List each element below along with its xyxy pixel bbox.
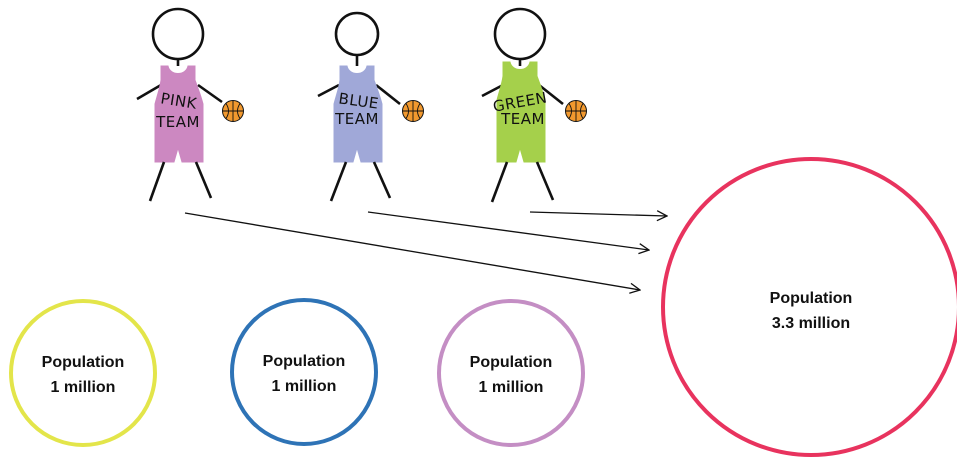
player-head <box>151 7 205 61</box>
player-arm-left <box>317 83 340 98</box>
team-label-line1: PINK <box>159 89 199 113</box>
player-head <box>493 7 547 61</box>
population-label: Population <box>470 354 553 371</box>
basketball-icon <box>222 100 244 122</box>
basketball-icon <box>402 100 424 122</box>
player-arm-right <box>197 83 223 104</box>
player-leg-left <box>148 161 166 202</box>
player-leg-left <box>490 161 509 203</box>
population-circle-lilac: Population 1 million <box>437 299 585 447</box>
player-arm-left <box>136 83 162 101</box>
population-ring <box>9 299 157 447</box>
population-ring <box>437 299 585 447</box>
population-circle-yellow: Population 1 million <box>9 299 157 447</box>
team-label-line2: TEAM <box>500 110 545 128</box>
basketball-icon <box>565 100 587 122</box>
player-leg-right <box>194 161 213 199</box>
population-value: 3.3 million <box>772 315 850 332</box>
player-arm-left <box>481 83 504 98</box>
player-pink-team: PINK TEAM <box>136 7 244 202</box>
player-arm-right <box>375 83 401 106</box>
team-label-line2: TEAM <box>155 113 200 131</box>
population-label: Population <box>42 354 125 371</box>
player-green-team: GREEN TEAM <box>481 7 587 203</box>
population-label: Population <box>770 290 853 307</box>
team-label-line1: BLUE <box>337 89 379 112</box>
arrow-green-to-merged-population <box>529 212 667 216</box>
arrow-pink-to-merged-population <box>184 212 640 290</box>
player-head <box>334 11 380 57</box>
jersey-pink <box>154 65 204 163</box>
population-value: 1 million <box>51 379 116 396</box>
population-ring <box>661 157 957 457</box>
team-label-line2: TEAM <box>334 110 379 128</box>
player-leg-right <box>535 161 555 201</box>
player-blue-team: BLUE TEAM <box>317 11 424 202</box>
population-value: 1 million <box>479 379 544 396</box>
jersey-blue <box>333 65 383 163</box>
population-label: Population <box>263 353 346 370</box>
population-ring <box>230 298 378 446</box>
arrow-blue-to-merged-population <box>367 211 649 250</box>
player-arm-right <box>538 83 564 106</box>
player-leg-right <box>372 161 392 199</box>
jersey-green <box>496 61 546 163</box>
player-leg-left <box>329 161 348 202</box>
population-value: 1 million <box>272 378 337 395</box>
population-circle-merged: Population 3.3 million <box>661 157 957 457</box>
population-circle-blue: Population 1 million <box>230 298 378 446</box>
